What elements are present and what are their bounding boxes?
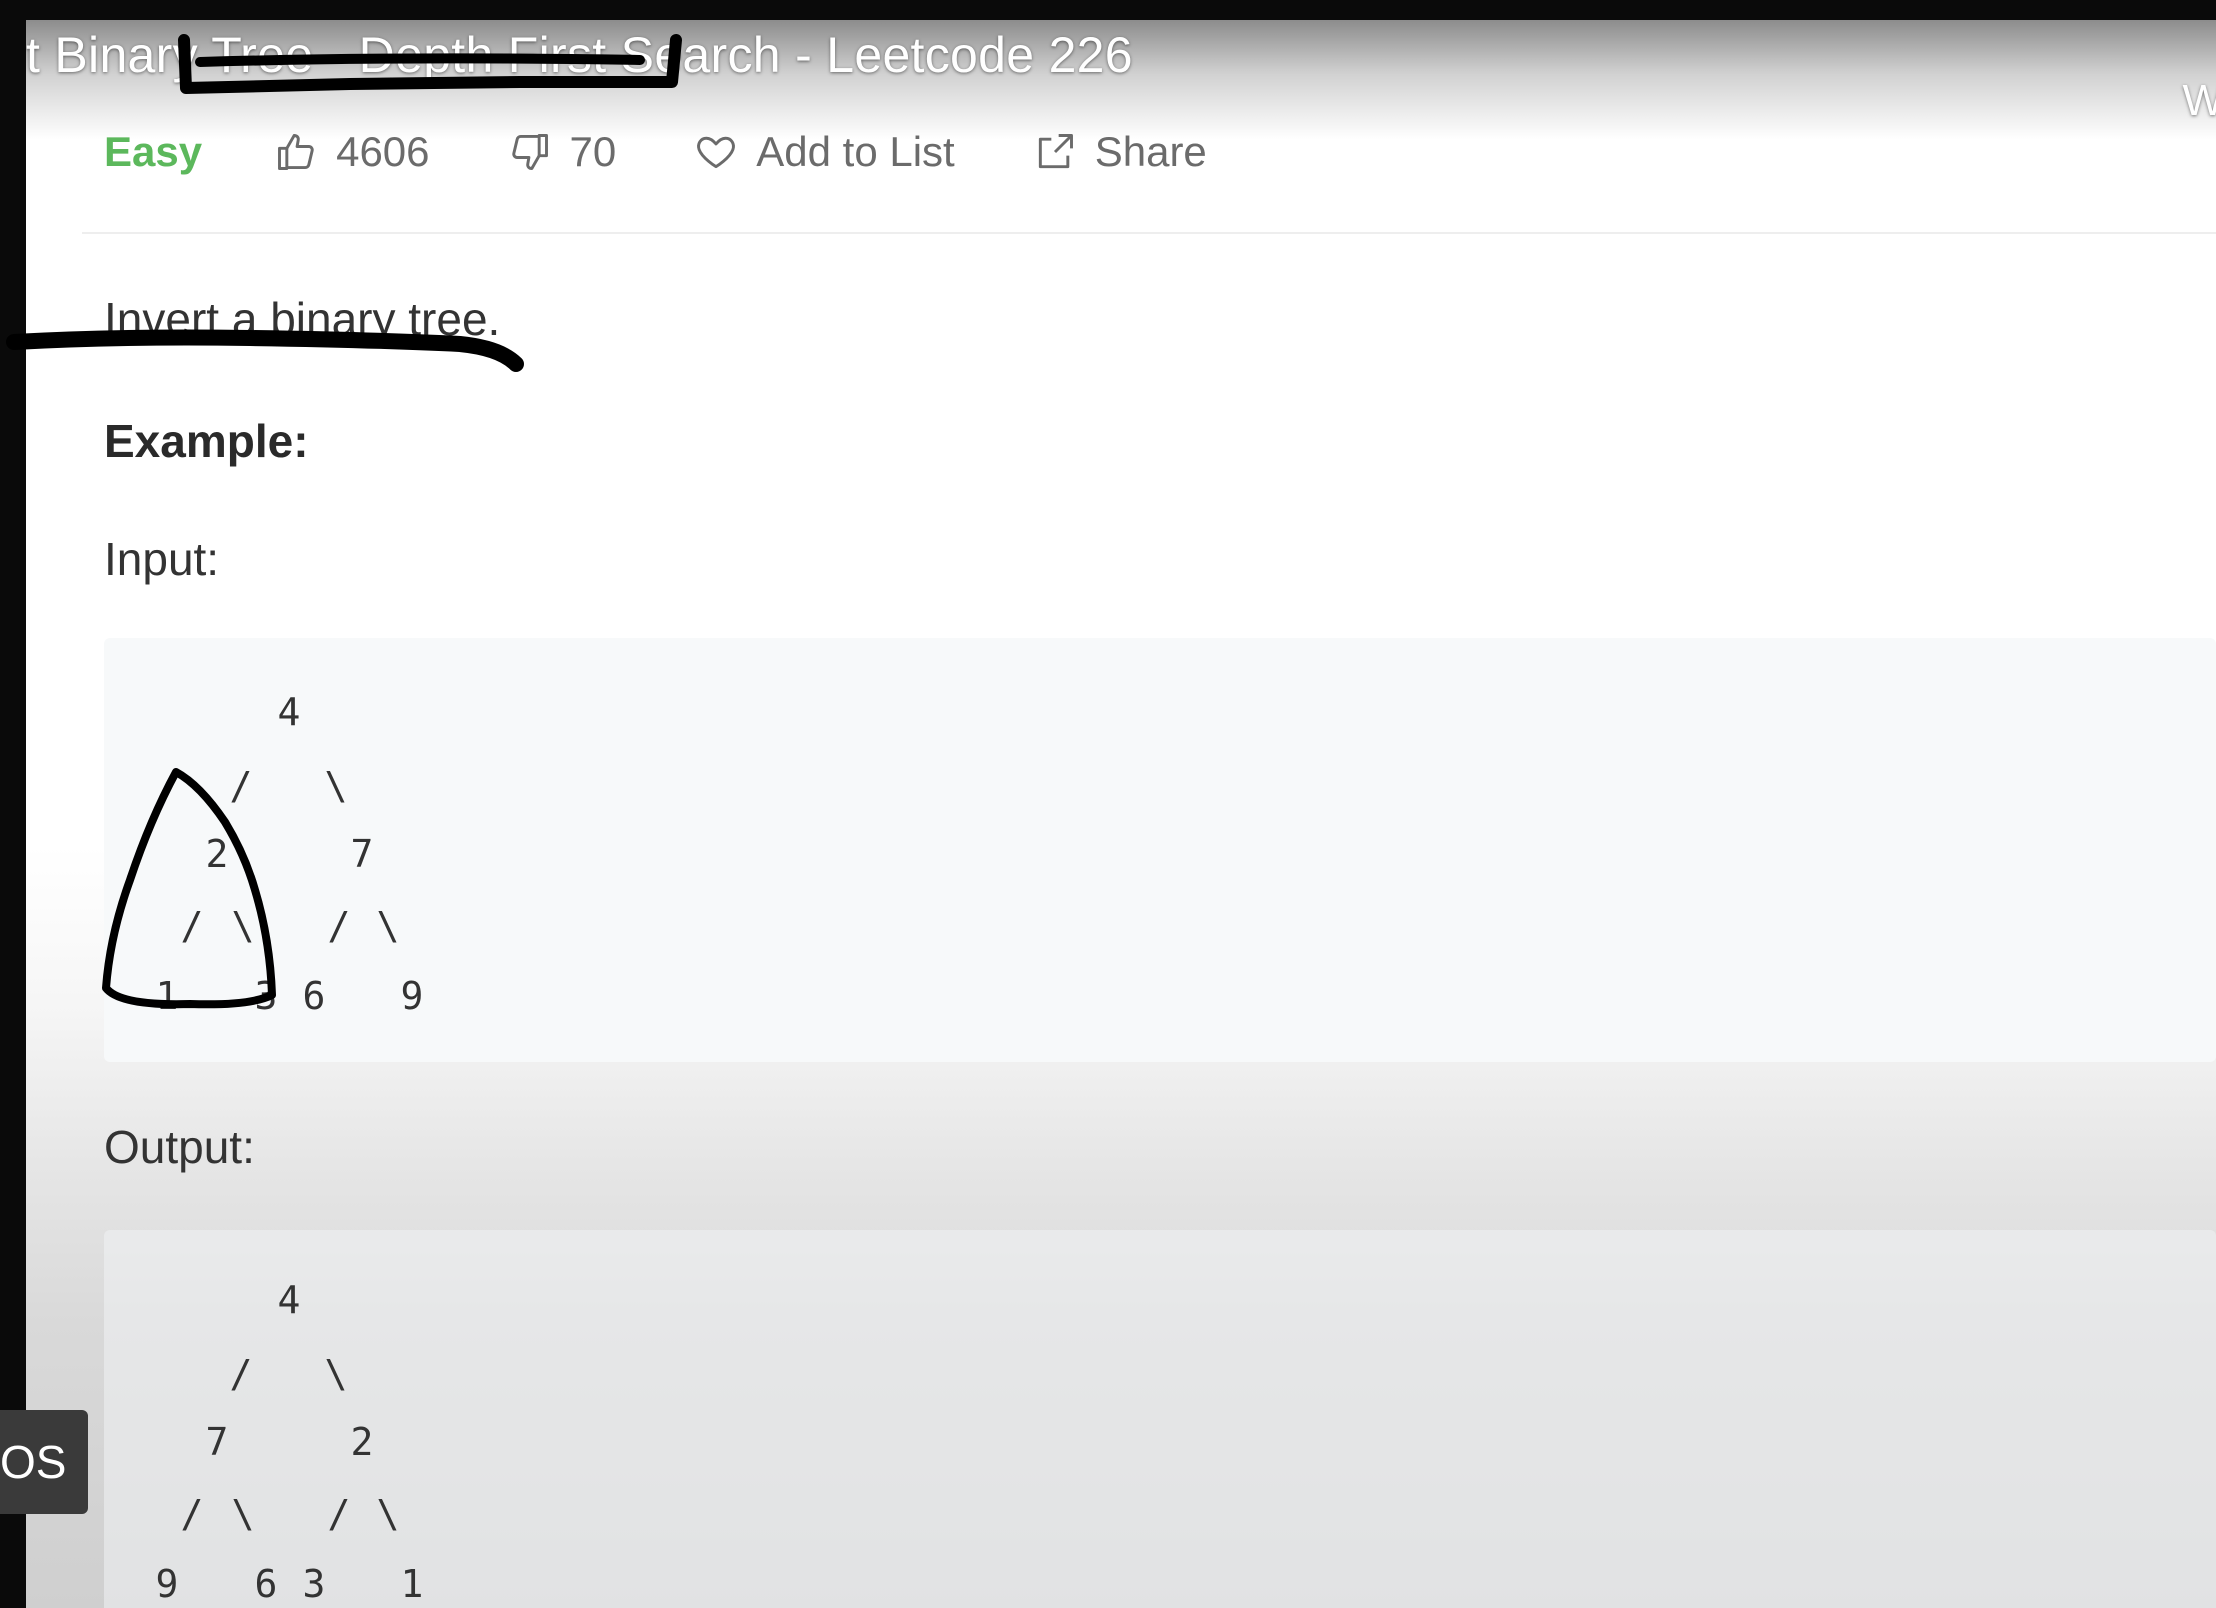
- output-tree-edge: /: [327, 1492, 351, 1536]
- share-label: Share: [1094, 128, 1207, 175]
- output-tree-edge: \: [376, 1492, 400, 1536]
- input-tree-block: 4 / \ 2 7 / \ / \ 1 3 6 9: [104, 638, 2216, 1062]
- output-tree-leaf: 3: [302, 1562, 326, 1606]
- input-label: Input:: [104, 533, 220, 585]
- example-heading: Example:: [104, 415, 309, 467]
- header-divider: [82, 232, 2216, 234]
- input-tree-leaf: 9: [400, 974, 424, 1018]
- output-tree-leaf: 6: [254, 1562, 278, 1606]
- leetcode-problem-page: Easy 4606 70 Add to List: [26, 20, 2216, 1608]
- output-tree-leaf: 1: [400, 1562, 424, 1606]
- like-button[interactable]: 4606: [274, 128, 430, 176]
- dislike-button[interactable]: 70: [508, 128, 617, 176]
- input-tree-leaf: 3: [254, 974, 278, 1018]
- video-overlay-chip-text: OS: [0, 1436, 67, 1488]
- problem-description: Invert a binary tree.: [104, 293, 501, 345]
- video-title: t Binary Tree - Depth First Search - Lee…: [26, 27, 1133, 83]
- problem-meta-row: Easy 4606 70 Add to List: [104, 120, 1285, 184]
- heart-icon: [697, 136, 736, 169]
- thumbs-down-icon: [511, 134, 548, 170]
- share-button[interactable]: Share: [1033, 128, 1207, 176]
- input-tree-node: 7: [350, 832, 374, 876]
- video-overlay-chip[interactable]: OS: [0, 1410, 88, 1514]
- output-tree-node: 7: [205, 1420, 229, 1464]
- input-tree-edge: /: [229, 764, 253, 808]
- output-tree-edge: /: [180, 1492, 204, 1536]
- dislike-count: 70: [569, 128, 617, 175]
- input-tree-leaf: 6: [302, 974, 326, 1018]
- input-tree-edge: \: [231, 904, 255, 948]
- input-tree-edge: /: [327, 904, 351, 948]
- output-tree-edge: /: [229, 1352, 253, 1396]
- input-tree-node: 2: [205, 832, 229, 876]
- share-icon: [1038, 134, 1073, 169]
- like-count: 4606: [336, 128, 430, 175]
- add-to-list-label: Add to List: [756, 128, 955, 175]
- add-to-list-button[interactable]: Add to List: [694, 128, 955, 176]
- overlay-edge-text: W: [2182, 76, 2216, 125]
- input-tree-edge: /: [180, 904, 204, 948]
- output-tree-node: 2: [350, 1420, 374, 1464]
- output-tree-edge: \: [231, 1492, 255, 1536]
- output-tree-edge: \: [324, 1352, 348, 1396]
- input-tree-edge: \: [376, 904, 400, 948]
- input-tree-leaf: 1: [155, 974, 179, 1018]
- output-tree-block: 4 / \ 7 2 / \ / \ 9 6 3 1: [104, 1230, 2216, 1608]
- output-tree-leaf: 9: [155, 1562, 179, 1606]
- input-tree-edge: \: [324, 764, 348, 808]
- thumbs-up-icon: [278, 134, 314, 170]
- difficulty-badge: Easy: [104, 128, 203, 175]
- output-label: Output:: [104, 1121, 255, 1173]
- output-tree-root: 4: [277, 1278, 301, 1322]
- input-tree-root: 4: [277, 690, 301, 734]
